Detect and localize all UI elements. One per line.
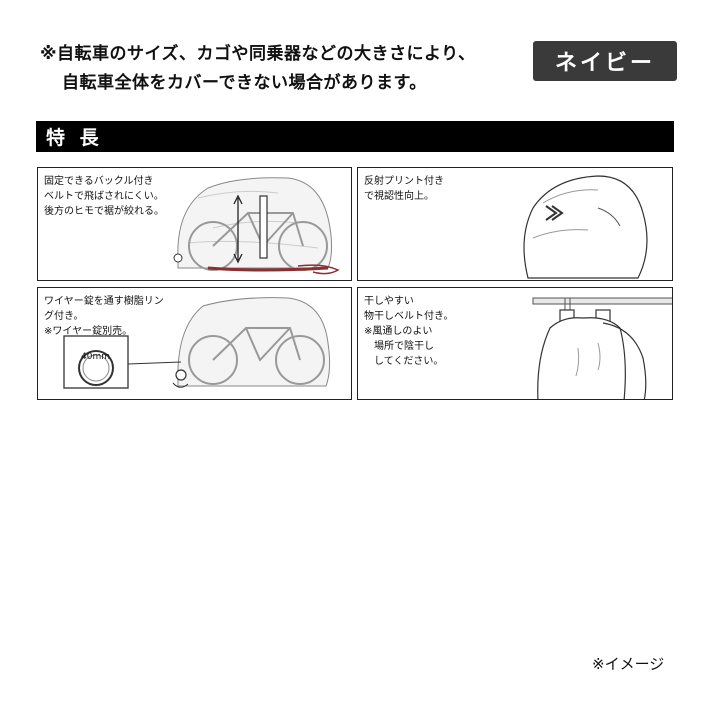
size-notice-line2: 自転車全体をカバーできない場合があります。 [62, 73, 427, 93]
ring-size-label: 40mm [81, 352, 110, 362]
image-note: ※イメージ [592, 655, 665, 673]
feature-text-drying: 干しやすい 物干しベルト付き。 ※風通しのよい 場所で陰干し してください。 [364, 296, 454, 367]
reflective-print-illustration [523, 175, 648, 279]
feature-panel-buckle: 固定できるバックル付き ベルトで飛ばされにくい。 後方のヒモで裾が絞れる。 [37, 167, 352, 281]
color-badge: ネイビー [533, 41, 677, 81]
features-title: 特 長 [46, 127, 103, 149]
size-notice: ※自転車のサイズ、カゴや同乗器などの大きさにより、 自転車全体をカバーできない場… [40, 40, 510, 98]
bicycle-cover-illustration [173, 177, 340, 275]
drying-belt-illustration [532, 297, 672, 399]
feature-text-ring: ワイヤー錠を通す樹脂リン グ付き。 ※ワイヤー錠別売。 [44, 296, 164, 337]
resin-ring-illustration [63, 297, 331, 389]
feature-text-buckle: 固定できるバックル付き ベルトで飛ばされにくい。 後方のヒモで裾が絞れる。 [44, 176, 164, 217]
feature-panel-reflective: 反射プリント付き で視認性向上。 [357, 167, 673, 281]
feature-panel-ring: ワイヤー錠を通す樹脂リン グ付き。 ※ワイヤー錠別売。 40mm [37, 287, 352, 400]
size-notice-line1: ※自転車のサイズ、カゴや同乗器などの大きさにより、 [40, 44, 476, 64]
features-header: 特 長 [36, 121, 674, 152]
feature-panel-drying: 干しやすい 物干しベルト付き。 ※風通しのよい 場所で陰干し してください。 [357, 287, 673, 400]
feature-text-reflective: 反射プリント付き で視認性向上。 [364, 176, 444, 202]
